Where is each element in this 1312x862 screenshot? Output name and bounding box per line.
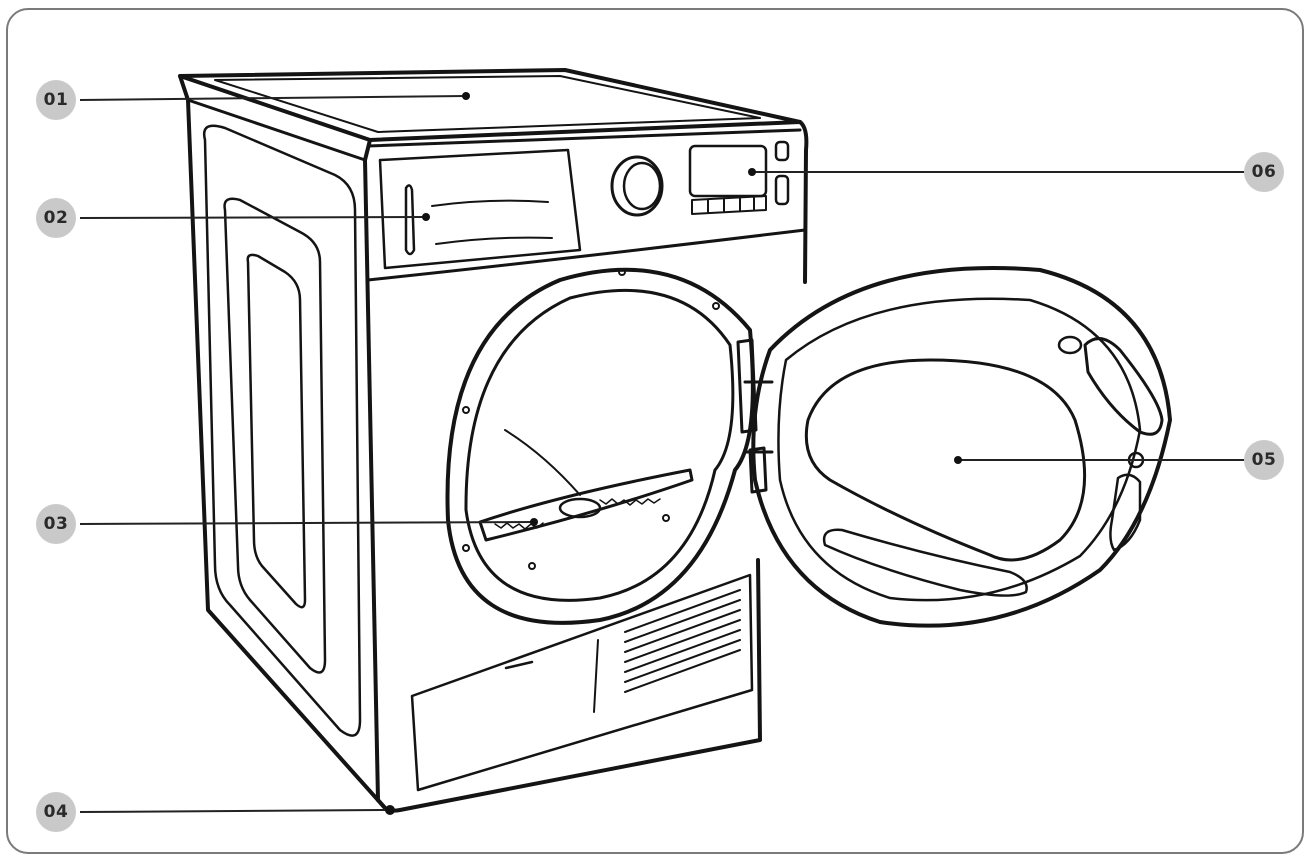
door-opening bbox=[445, 267, 774, 625]
dryer-side-panel-outer bbox=[202, 124, 362, 737]
dryer-side-panel-middle bbox=[223, 197, 327, 674]
screw-2 bbox=[712, 302, 720, 310]
door-seal-channel bbox=[822, 528, 1028, 597]
leader-lines bbox=[79, 92, 1244, 815]
open-door bbox=[751, 266, 1172, 628]
kick-panel-divider bbox=[593, 639, 599, 713]
control-band-bottom bbox=[366, 228, 807, 282]
leader-line-01 bbox=[79, 95, 467, 101]
door-handle-recess bbox=[1083, 337, 1164, 436]
door-latch-hole bbox=[1057, 335, 1083, 355]
leader-dot-06 bbox=[748, 168, 756, 176]
screw-5 bbox=[528, 562, 536, 570]
lint-filter-tab bbox=[558, 497, 602, 519]
callout-06: 06 bbox=[1244, 152, 1284, 192]
door-hinge-lower bbox=[748, 446, 768, 494]
program-knob-inner bbox=[622, 161, 662, 211]
water-container-groove-2 bbox=[435, 236, 553, 245]
leader-dot-01 bbox=[462, 92, 470, 100]
dryer-left-edge bbox=[178, 74, 387, 810]
leader-dot-03 bbox=[530, 518, 538, 526]
door-inner-rim bbox=[777, 297, 1142, 602]
dryer-body bbox=[178, 68, 809, 813]
lint-filter-frame bbox=[478, 468, 694, 542]
start-button bbox=[774, 174, 790, 206]
dryer-side-panel-inner bbox=[246, 253, 307, 609]
leader-line-02 bbox=[79, 216, 427, 219]
control-band-top bbox=[366, 128, 802, 148]
leader-dot-05 bbox=[954, 456, 962, 464]
door-opening-outer bbox=[445, 267, 755, 625]
vent-grille bbox=[624, 589, 741, 693]
power-button bbox=[774, 140, 790, 162]
screw-6 bbox=[662, 514, 670, 522]
diagram-frame bbox=[6, 8, 1304, 854]
display-buttons bbox=[691, 195, 767, 215]
leader-line-03 bbox=[79, 521, 535, 525]
screw-3 bbox=[462, 406, 470, 414]
water-container-handle bbox=[404, 184, 416, 256]
door-lock-tab bbox=[1109, 473, 1142, 552]
leader-dot-02 bbox=[422, 213, 430, 221]
door-glass bbox=[804, 358, 1087, 562]
door-opening-inner bbox=[464, 288, 735, 602]
dryer-side-top-edge bbox=[186, 98, 367, 162]
callout-04: 04 bbox=[36, 792, 76, 832]
kick-panel bbox=[410, 573, 754, 792]
lint-filter-mesh bbox=[494, 498, 661, 530]
dryer-front-right-edge-top bbox=[798, 120, 809, 284]
door-outer-rim bbox=[751, 266, 1172, 628]
leader-dot-04 bbox=[385, 805, 395, 815]
dryer-front-left-edge bbox=[363, 138, 380, 802]
leader-line-04 bbox=[79, 809, 391, 813]
callout-03: 03 bbox=[36, 504, 76, 544]
dryer-top-inner bbox=[214, 75, 761, 133]
callout-01: 01 bbox=[36, 80, 76, 120]
program-knob-outer bbox=[610, 155, 664, 217]
kick-panel-handle bbox=[504, 660, 534, 670]
callout-02: 02 bbox=[36, 198, 76, 238]
screw-4 bbox=[462, 544, 470, 552]
drum-fin bbox=[504, 429, 581, 496]
dryer-bottom-edge bbox=[376, 558, 762, 813]
screw-1 bbox=[618, 268, 626, 276]
water-container-groove-1 bbox=[431, 199, 549, 207]
door-hinge-upper bbox=[736, 338, 758, 434]
callout-05: 05 bbox=[1244, 440, 1284, 480]
water-container-drawer bbox=[378, 148, 582, 270]
